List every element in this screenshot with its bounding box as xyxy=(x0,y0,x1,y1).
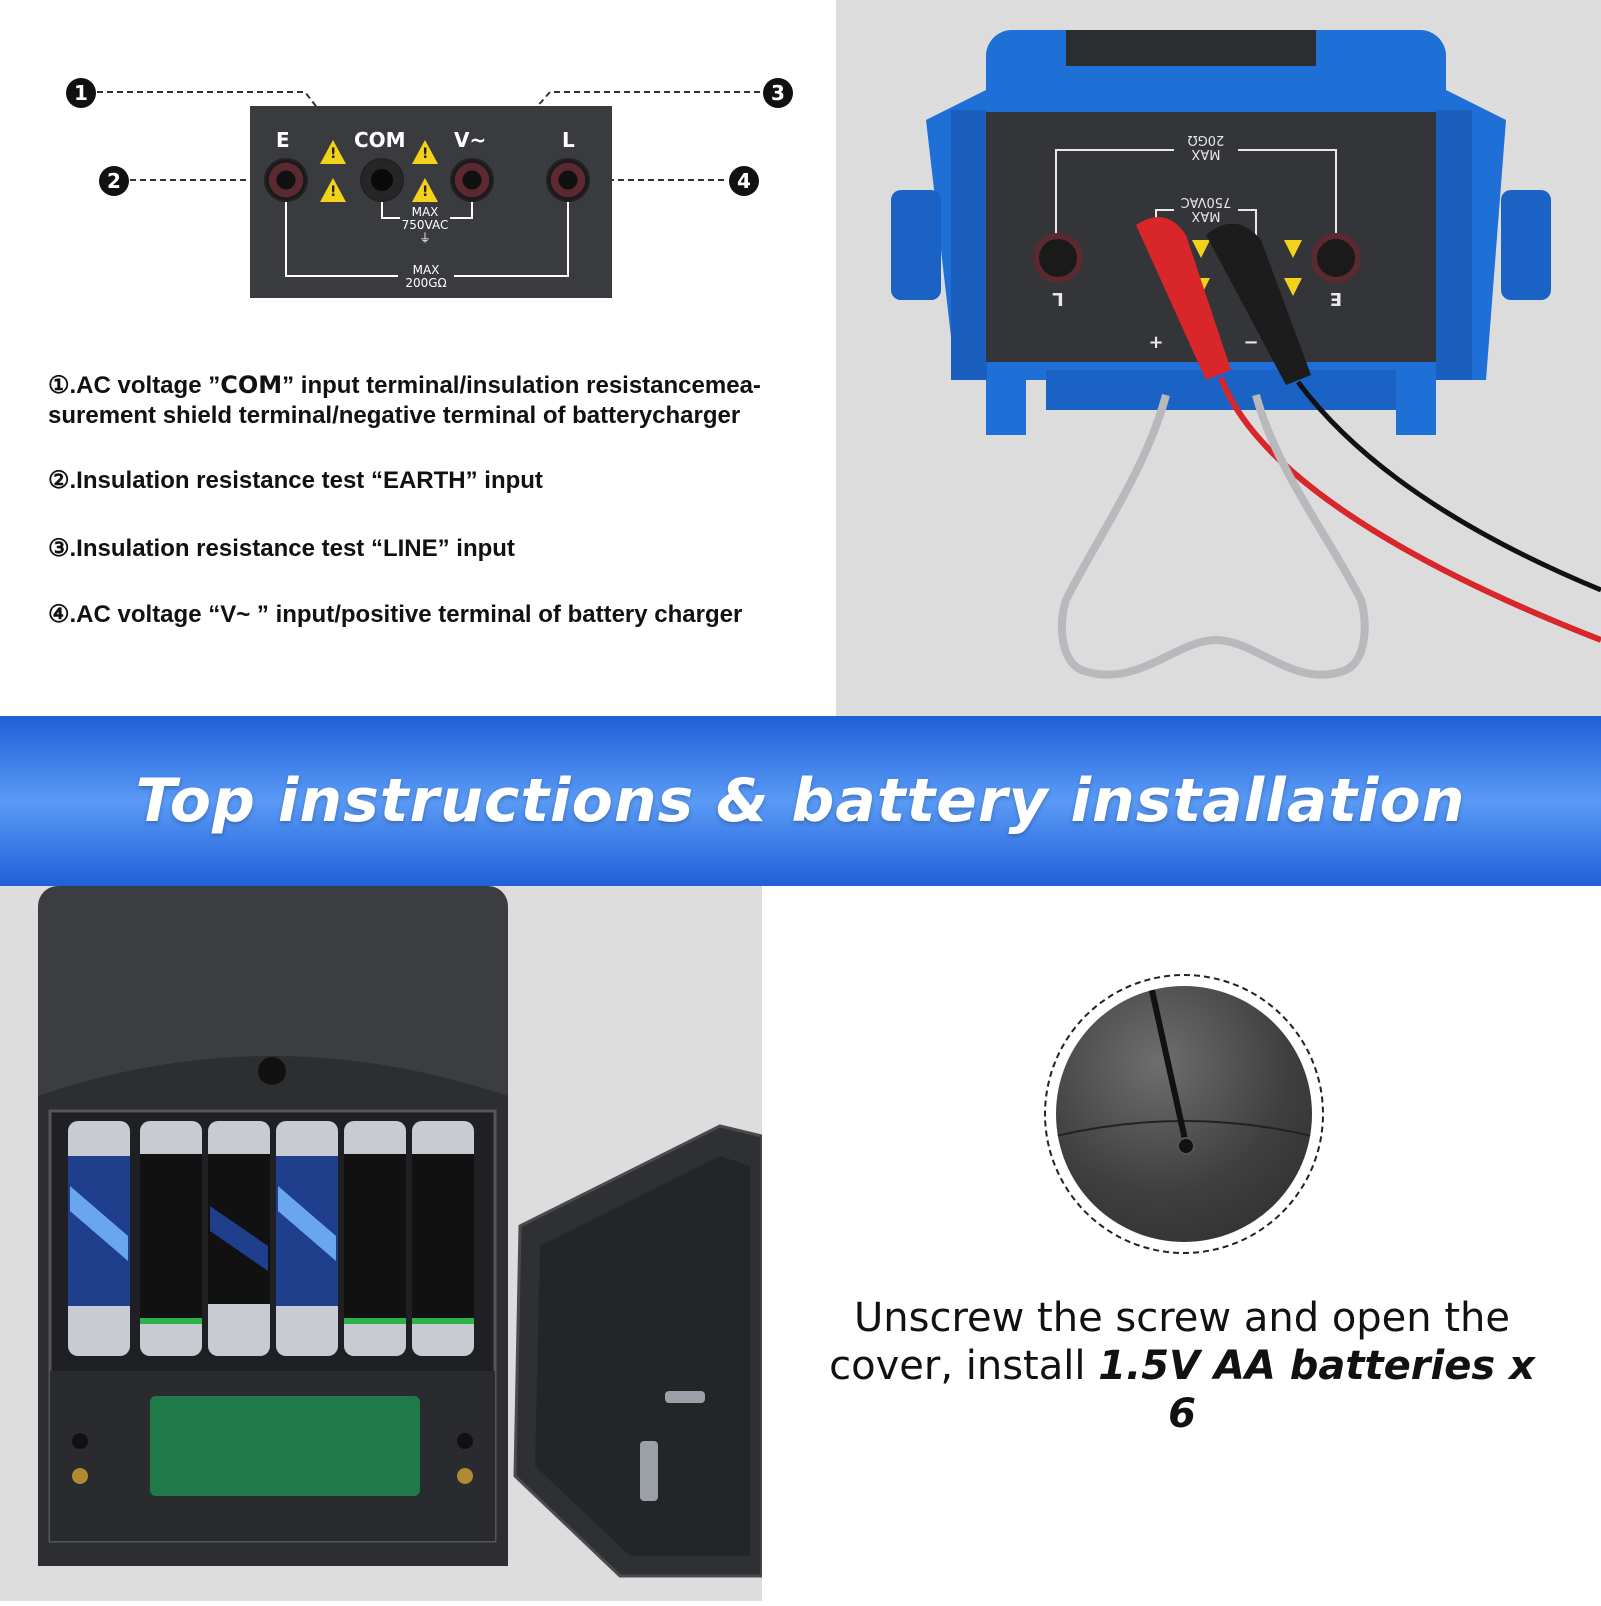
meter-top-photo: MAX 20GΩ MAX 750VAC L E + − xyxy=(836,0,1601,716)
description-2: ②.Insulation resistance test “EARTH” inp… xyxy=(48,466,808,496)
warning-icon xyxy=(412,178,438,202)
instruction-text: Unscrew the screw and open the cover, in… xyxy=(829,1295,1510,1389)
description-1: ①.AC voltage ”COM” input terminal/insula… xyxy=(48,370,808,431)
ground-icon: ⏚ xyxy=(418,231,431,245)
banner-title: Top instructions & battery installation xyxy=(135,766,1466,836)
description-3: ③.Insulation resistance test “LINE” inpu… xyxy=(48,534,808,564)
panel-750vac-label: 750VAC xyxy=(1181,194,1232,209)
battery-compartment-photo xyxy=(0,886,764,1601)
screw-closeup xyxy=(1056,986,1312,1242)
terminal-label-l: L xyxy=(562,128,575,152)
callout-4: 4 xyxy=(729,166,759,196)
battery-cell xyxy=(412,1121,474,1356)
panel-plus-label: + xyxy=(1148,332,1163,353)
section-banner: Top instructions & battery installation xyxy=(0,716,1601,886)
zoom-ring xyxy=(1044,974,1324,1254)
description-num: ① xyxy=(48,372,70,399)
panel-max-label: MAX xyxy=(1191,146,1220,161)
callout-1: 1 xyxy=(66,78,96,108)
panel-e-label: E xyxy=(1330,288,1342,309)
warning-icon xyxy=(320,140,346,164)
terminal-diagram-section: 1 2 3 4 E COM V~ L xyxy=(0,0,836,716)
panel-note-max: MAX xyxy=(412,263,440,277)
callout-2: 2 xyxy=(99,166,129,196)
panel-note-outer: MAX 200GΩ xyxy=(398,264,454,290)
panel-note-750vac: 750VAC xyxy=(401,218,449,232)
jack-com xyxy=(360,158,404,202)
jack-l xyxy=(546,158,590,202)
description-num: ④ xyxy=(48,601,70,628)
panel-note-inner: MAX 750VAC ⏚ xyxy=(400,206,450,245)
panel-l-label: L xyxy=(1052,288,1063,309)
callout-3: 3 xyxy=(763,78,793,108)
description-emphasis: COM xyxy=(220,371,283,399)
panel-minus-label: − xyxy=(1243,332,1258,353)
battery-cell xyxy=(276,1121,338,1356)
panel-note-max: MAX xyxy=(411,205,439,219)
jack-e xyxy=(264,158,308,202)
terminal-label-v: V~ xyxy=(454,128,487,152)
battery-instruction-text: Unscrew the screw and open the cover, in… xyxy=(822,1294,1542,1438)
description-text: .AC voltage “V~ ” input/positive termina… xyxy=(69,601,743,628)
battery-cell xyxy=(208,1121,270,1356)
description-num: ③ xyxy=(48,535,70,562)
panel-max-label-inner: MAX xyxy=(1191,208,1220,223)
meter-top-illustration: MAX 20GΩ MAX 750VAC L E + − xyxy=(891,30,1601,679)
battery-instruction-section: Unscrew the screw and open the cover, in… xyxy=(762,886,1601,1601)
jack-v xyxy=(450,158,494,202)
screwdriver-illustration xyxy=(1056,986,1312,1155)
battery-cell xyxy=(140,1121,202,1356)
warning-icon xyxy=(412,140,438,164)
description-text: .Insulation resistance test “EARTH” inpu… xyxy=(69,467,543,494)
panel-20g-label: 20GΩ xyxy=(1188,132,1225,147)
terminal-diagram: 1 2 3 4 E COM V~ L xyxy=(0,0,836,320)
battery-illustration xyxy=(38,886,764,1578)
terminal-panel: E COM V~ L xyxy=(250,106,612,298)
battery-cell xyxy=(68,1121,130,1356)
warning-icon xyxy=(320,178,346,202)
terminal-label-com: COM xyxy=(354,128,406,152)
panel-note-200g: 200GΩ xyxy=(405,276,447,290)
description-num: ② xyxy=(48,467,70,494)
instruction-emphasis: 1.5V AA batteries x 6 xyxy=(1098,1343,1535,1437)
description-4: ④.AC voltage “V~ ” input/positive termin… xyxy=(48,600,808,630)
battery-cell xyxy=(344,1121,406,1356)
panel-lines xyxy=(285,202,569,277)
terminal-label-e: E xyxy=(276,128,290,152)
description-text: .Insulation resistance test “LINE” input xyxy=(69,535,515,562)
description-text: ” input terminal/insulation resistanceme… xyxy=(48,372,761,429)
description-text: .AC voltage ” xyxy=(69,372,221,399)
